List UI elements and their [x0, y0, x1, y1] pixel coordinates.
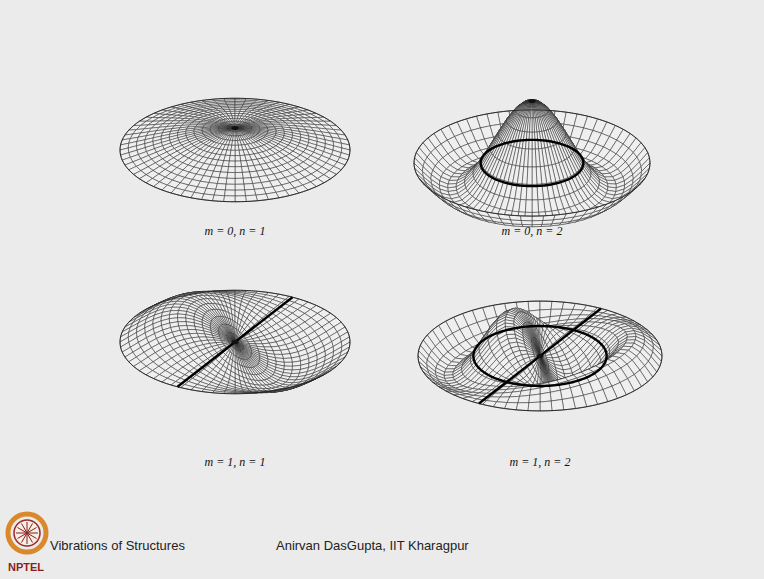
surface-cell: [226, 178, 235, 184]
center-point: [529, 99, 536, 103]
surface-cell: [527, 107, 530, 118]
surface-cell: [230, 132, 233, 136]
surface-cell: [235, 196, 246, 202]
surface-cell: [229, 161, 235, 167]
surface-cell: [528, 149, 532, 167]
surface-cell: [637, 173, 648, 185]
membrane-surfaces: [120, 98, 662, 411]
surface-cell: [225, 184, 235, 190]
surface-cell: [224, 196, 235, 202]
surface-cell: [241, 166, 249, 172]
surface-cell: [235, 167, 242, 173]
surface-cell: [225, 190, 235, 196]
surface-cell: [211, 125, 219, 126]
mode-surface: [120, 290, 350, 394]
surface-cell: [532, 200, 539, 213]
membrane-rim: [414, 110, 650, 216]
surface-cell: [233, 132, 235, 136]
surface-cell: [235, 145, 239, 150]
surface-cell: [229, 156, 235, 162]
surface-cell: [219, 172, 228, 178]
surface-cell: [243, 178, 253, 184]
surface-cell: [219, 126, 227, 128]
surface-cell: [228, 167, 235, 173]
surface-cell: [533, 107, 535, 118]
surface-cell: [235, 136, 237, 141]
surface-cell: [235, 140, 238, 145]
surface-cell: [532, 167, 537, 185]
surface-cell: [232, 132, 234, 136]
surface-cell: [519, 199, 526, 212]
surface-cell: [232, 140, 235, 145]
surface-cell: [214, 189, 225, 195]
surface-cell: [534, 107, 537, 118]
surface-cell: [233, 136, 235, 141]
surface-cell: [520, 216, 532, 221]
surface-cell: [532, 118, 534, 132]
surface-cell: [221, 166, 229, 172]
surface-cell: [527, 167, 532, 185]
surface-cell: [237, 132, 240, 136]
surface-cell: [224, 155, 230, 161]
surface-cell: [243, 126, 251, 128]
surface-cell: [235, 184, 245, 190]
mode-surface: [414, 99, 650, 227]
surface-cell: [235, 190, 245, 196]
surface-cell: [216, 184, 226, 190]
surface-cell: [231, 145, 235, 150]
surface-cell: [236, 132, 238, 136]
surface-cell: [220, 125, 228, 127]
surface-cell: [530, 118, 532, 132]
surface-cell: [244, 184, 254, 190]
surface-cell: [219, 126, 227, 127]
mode-surface: [120, 98, 350, 202]
membrane-rim: [120, 98, 350, 202]
surface-cell: [235, 172, 243, 178]
surface-cell: [222, 161, 229, 167]
surface-cell: [532, 149, 536, 167]
surface-cell: [532, 216, 544, 221]
surface-cell: [227, 172, 235, 178]
center-point: [232, 126, 239, 130]
surface-cell: [243, 127, 251, 129]
surface-cell: [250, 125, 258, 126]
surface-cell: [240, 155, 246, 161]
surface-cell: [243, 126, 251, 127]
surface-cell: [529, 107, 531, 118]
surface-cell: [416, 173, 427, 185]
surface-cell: [525, 200, 532, 213]
surface-cell: [249, 124, 257, 126]
surface-cell: [230, 150, 235, 155]
surface-cell: [217, 178, 227, 184]
surface-cell: [245, 189, 256, 195]
surface-cell: [242, 172, 251, 178]
surface-cell: [212, 124, 220, 126]
surface-cell: [241, 161, 248, 167]
surface-cell: [242, 125, 250, 127]
surface-cell: [219, 127, 227, 129]
surface-cell: [235, 161, 241, 167]
surface-cell: [235, 150, 240, 155]
surface-cell: [530, 107, 532, 118]
surface-cell: [235, 178, 244, 184]
nodal-circle: [481, 140, 584, 186]
surface-cell: [538, 199, 545, 212]
surface-cell: [235, 156, 241, 162]
